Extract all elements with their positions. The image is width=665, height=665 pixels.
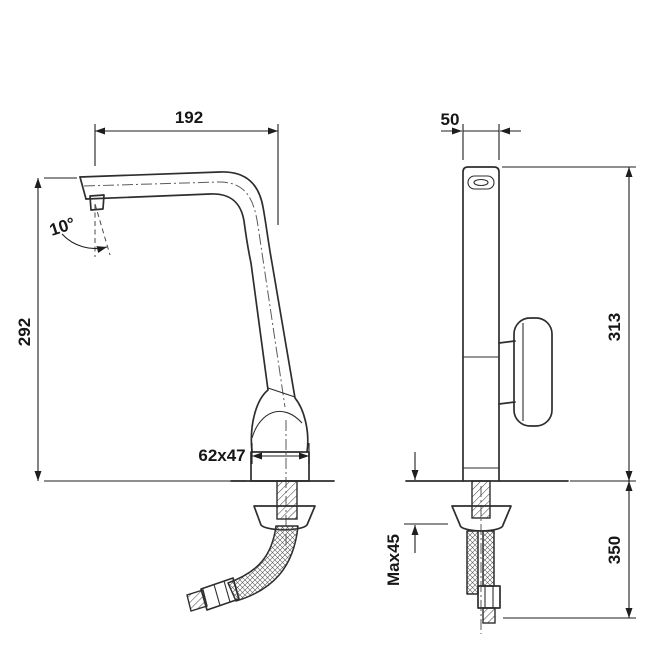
tube-joint-line [267,387,296,398]
hose-fitting-nut-facet-1 [223,580,231,603]
dim-label-10deg: 10° [47,214,78,240]
flexible-hose [227,525,299,602]
dimension-spout-angle: 10° [47,214,108,253]
threaded-shank-left [276,480,298,520]
dimension-body-height: 313 [502,166,636,482]
spout-outer-outline [79,171,309,453]
front-view-faucet [405,166,569,624]
dim-label-313: 313 [605,313,624,341]
handle-lever [513,317,553,427]
dim-label-350: 350 [605,536,624,564]
handle-seam-curve [251,410,303,439]
dimension-top-width: 50 [441,110,521,160]
body-outline [462,166,500,482]
hose-fitting-thread-tip [186,589,208,612]
dimension-max-counter-thickness: Max45 [384,452,448,586]
dimension-base-size: 62x47 [198,443,310,465]
supply-hose-1 [466,530,479,595]
hose-connector-thread-tip [482,607,496,624]
dim-label-62x47: 62x47 [198,446,245,465]
dimension-spout-reach: 192 [94,108,279,225]
spout-front-face [467,175,495,190]
aerator-nozzle [89,194,105,211]
dim-label-192: 192 [175,108,203,127]
dim-label-max45: Max45 [384,534,403,586]
water-stream-dashed-line [94,203,111,256]
dim-label-50: 50 [441,110,460,129]
threaded-shank-right [471,480,491,519]
supply-hose-2 [482,530,495,587]
spout-tip-edge [79,176,87,200]
dimension-spout-height: 292 [15,177,246,482]
dimension-hose-length: 350 [503,481,636,619]
hose-fitting-nut-facet-2 [213,584,221,606]
dim-label-292: 292 [15,318,34,346]
spout-inner-outline [85,193,269,453]
aerator-front [473,178,489,187]
hose-fitting-nut [200,577,240,611]
angle-arc [61,233,108,253]
handle-neck-top [498,340,516,344]
spout-centerline [83,181,286,408]
side-view-faucet [79,171,335,612]
handle-neck-bottom [498,401,516,405]
